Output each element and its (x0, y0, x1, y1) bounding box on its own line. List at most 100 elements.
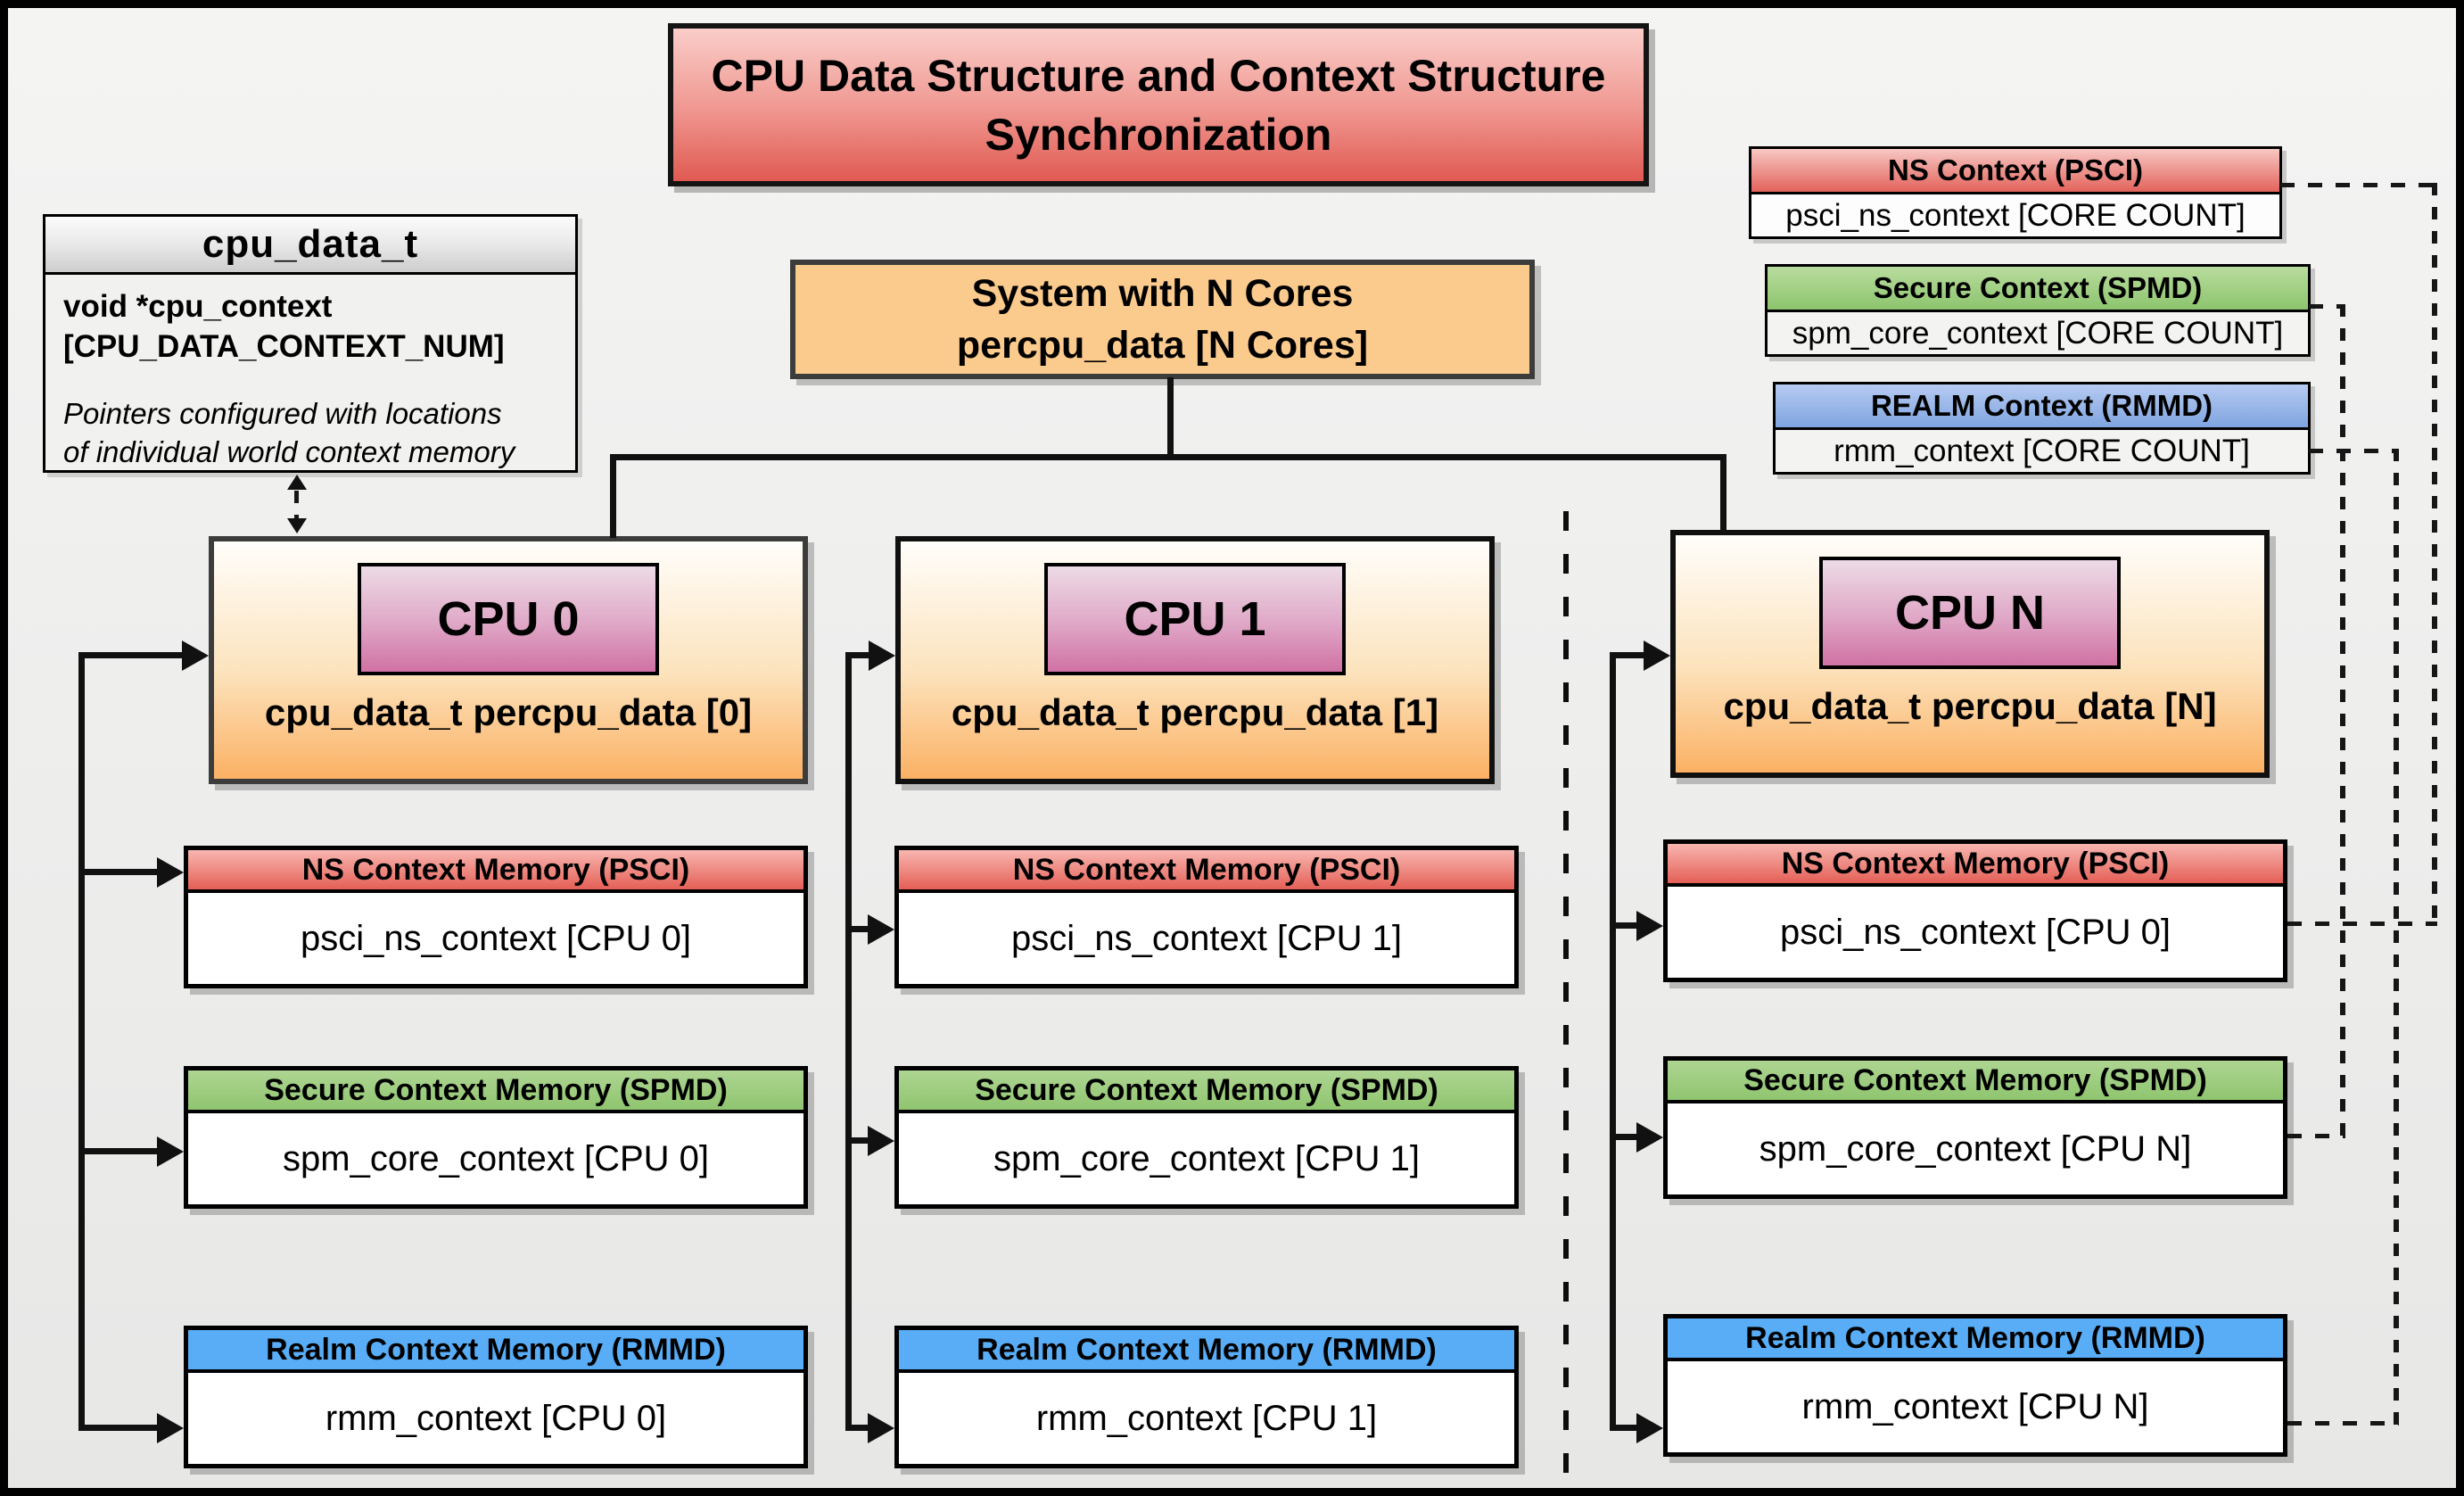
diagram-title-line1: CPU Data Structure and Context Structure (711, 50, 1606, 101)
cpu1-data-label: cpu_data_t percpu_data [1] (951, 691, 1439, 733)
cpu0-realm-arrow-line (78, 1425, 157, 1431)
cpu0-ns-memory-box: NS Context Memory (PSCI) psci_ns_context… (184, 846, 808, 988)
cpun-ns-memory-body: psci_ns_context [CPU 0] (1668, 887, 2283, 978)
cpu0-realm-memory-header: Realm Context Memory (RMMD) (188, 1330, 803, 1373)
cpun-ns-arrow-head (1636, 911, 1663, 941)
cpun-box: CPU N cpu_data_t percpu_data [N] (1670, 530, 2270, 778)
cpu-data-t-header: cpu_data_t (45, 217, 575, 275)
cpu1-realm-arrow-head (868, 1413, 894, 1443)
cpu1-secure-memory-box: Secure Context Memory (SPMD) spm_core_co… (894, 1066, 1519, 1209)
cpu0-ns-memory-body: psci_ns_context [CPU 0] (188, 893, 803, 984)
cpu1-secure-arrow-line (845, 1137, 868, 1144)
cpu1-arrow-head (869, 641, 895, 671)
cpu1-ns-memory-body: psci_ns_context [CPU 1] (899, 893, 1514, 984)
connector-system-stem (1167, 377, 1174, 460)
cpu0-data-label: cpu_data_t percpu_data [0] (264, 691, 753, 733)
cpun-secure-memory-header: Secure Context Memory (SPMD) (1668, 1061, 2283, 1103)
cpu0-realm-memory-box: Realm Context Memory (RMMD) rmm_context … (184, 1326, 808, 1468)
cpu1-secure-memory-header: Secure Context Memory (SPMD) (899, 1070, 1514, 1113)
dashed-secure-legend-top-link (2309, 304, 2345, 309)
double-arrow-down-head (287, 518, 307, 533)
cpu1-realm-memory-header: Realm Context Memory (RMMD) (899, 1330, 1514, 1373)
legend-ns-context: NS Context (PSCI) psci_ns_context [CORE … (1749, 146, 2282, 239)
dashed-secure-bottom-link (2287, 1134, 2345, 1138)
cpu1-arrow-line (845, 652, 869, 658)
cpun-ns-memory-header: NS Context Memory (PSCI) (1668, 844, 2283, 887)
cpu1-ns-memory-box: NS Context Memory (PSCI) psci_ns_context… (894, 846, 1519, 988)
cpu1-realm-arrow-line (845, 1425, 868, 1431)
cpu0-box: CPU 0 cpu_data_t percpu_data [0] (209, 536, 808, 784)
cpu-context-field-line1: void *cpu_context (63, 289, 333, 324)
legend-realm-body: rmm_context [CORE COUNT] (1776, 430, 2308, 472)
cpun-realm-arrow-head (1636, 1413, 1663, 1443)
cpu0-ns-arrow-line (78, 869, 157, 875)
cpu1-bus-line (845, 652, 852, 1431)
cpu0-arrow-line (78, 652, 182, 658)
system-line2: percpu_data [N Cores] (956, 324, 1369, 367)
cpun-arrow-head (1644, 641, 1670, 671)
diagram-title-line2: Synchronization (985, 109, 1332, 160)
legend-ns-header: NS Context (PSCI) (1751, 149, 2279, 194)
legend-ns-body: psci_ns_context [CORE COUNT] (1751, 194, 2279, 236)
cpun-ns-memory-box: NS Context Memory (PSCI) psci_ns_context… (1663, 839, 2287, 982)
cpu0-secure-arrow-line (78, 1148, 157, 1154)
legend-realm-header: REALM Context (RMMD) (1776, 384, 2308, 430)
cpun-secure-memory-body: spm_core_context [CPU N] (1668, 1103, 2283, 1194)
cpu0-realm-memory-body: rmm_context [CPU 0] (188, 1373, 803, 1464)
dashed-realm-bottom-link (2287, 1421, 2399, 1426)
cpun-realm-memory-box: Realm Context Memory (RMMD) rmm_context … (1663, 1314, 2287, 1457)
cpun-bus-line (1610, 652, 1616, 1431)
cpu-data-t-note-line2: of individual world context memory (63, 435, 515, 469)
cpun-realm-arrow-line (1610, 1425, 1636, 1431)
cpun-realm-memory-header: Realm Context Memory (RMMD) (1668, 1318, 2283, 1361)
cpu0-ns-memory-header: NS Context Memory (PSCI) (188, 850, 803, 893)
cpu1-secure-memory-body: spm_core_context [CPU 1] (899, 1113, 1514, 1204)
cpu1-ns-memory-header: NS Context Memory (PSCI) (899, 850, 1514, 893)
double-arrow-up-head (287, 475, 307, 490)
cpu1-realm-memory-box: Realm Context Memory (RMMD) rmm_context … (894, 1326, 1519, 1468)
cpun-data-label: cpu_data_t percpu_data [N] (1723, 685, 2217, 727)
cpu1-ns-arrow-head (868, 914, 894, 945)
cpun-secure-arrow-line (1610, 1134, 1636, 1140)
cpu-data-t-box: cpu_data_t void *cpu_context [CPU_DATA_C… (43, 214, 578, 473)
dashed-ns-bottom-link (2287, 922, 2437, 926)
cpun-arrow-line (1610, 652, 1644, 658)
dashed-column-divider (1563, 511, 1569, 1485)
connector-branch-horizontal (610, 454, 1726, 460)
cpu-data-t-note-line1: Pointers configured with locations (63, 396, 502, 430)
cpu1-secure-arrow-head (868, 1126, 894, 1156)
cpu1-realm-memory-body: rmm_context [CPU 1] (899, 1373, 1514, 1464)
cpun-realm-memory-body: rmm_context [CPU N] (1668, 1361, 2283, 1452)
cpun-ns-arrow-line (1610, 922, 1636, 929)
dashed-ns-vertical-link (2432, 183, 2437, 926)
dashed-realm-legend-top-link (2309, 449, 2399, 453)
connector-drop-cpun (1720, 454, 1726, 532)
cpun-chip: CPU N (1819, 557, 2121, 669)
legend-secure-header: Secure Context (SPMD) (1768, 267, 2308, 312)
cpu0-secure-arrow-head (157, 1136, 184, 1167)
cpu0-arrow-head (182, 641, 209, 671)
cpu-context-field-line2: [CPU_DATA_CONTEXT_NUM] (63, 328, 505, 364)
legend-secure-context: Secure Context (SPMD) spm_core_context [… (1765, 264, 2311, 357)
dashed-realm-vertical-link (2394, 449, 2399, 1425)
cpu0-bus-line (78, 652, 85, 1431)
double-arrow-dashed-line (294, 491, 299, 518)
cpu0-ns-arrow-head (157, 857, 184, 888)
connector-drop-cpu0 (610, 454, 616, 538)
cpu0-secure-memory-box: Secure Context Memory (SPMD) spm_core_co… (184, 1066, 808, 1209)
cpu1-chip: CPU 1 (1044, 563, 1346, 675)
system-box: System with N Cores percpu_data [N Cores… (790, 260, 1535, 379)
legend-secure-body: spm_core_context [CORE COUNT] (1768, 312, 2308, 354)
cpu-data-t-body: void *cpu_context [CPU_DATA_CONTEXT_NUM]… (45, 275, 575, 472)
cpu1-box: CPU 1 cpu_data_t percpu_data [1] (895, 536, 1495, 784)
system-line1: System with N Cores (971, 271, 1354, 315)
dashed-secure-vertical-link (2340, 304, 2345, 1137)
cpu1-ns-arrow-line (845, 926, 868, 932)
diagram-title-box: CPU Data Structure and Context Structure… (668, 23, 1649, 186)
cpu0-chip: CPU 0 (358, 563, 659, 675)
cpun-secure-arrow-head (1636, 1122, 1663, 1153)
cpu0-secure-memory-body: spm_core_context [CPU 0] (188, 1113, 803, 1204)
legend-realm-context: REALM Context (RMMD) rmm_context [CORE C… (1773, 382, 2311, 475)
cpu0-secure-memory-header: Secure Context Memory (SPMD) (188, 1070, 803, 1113)
